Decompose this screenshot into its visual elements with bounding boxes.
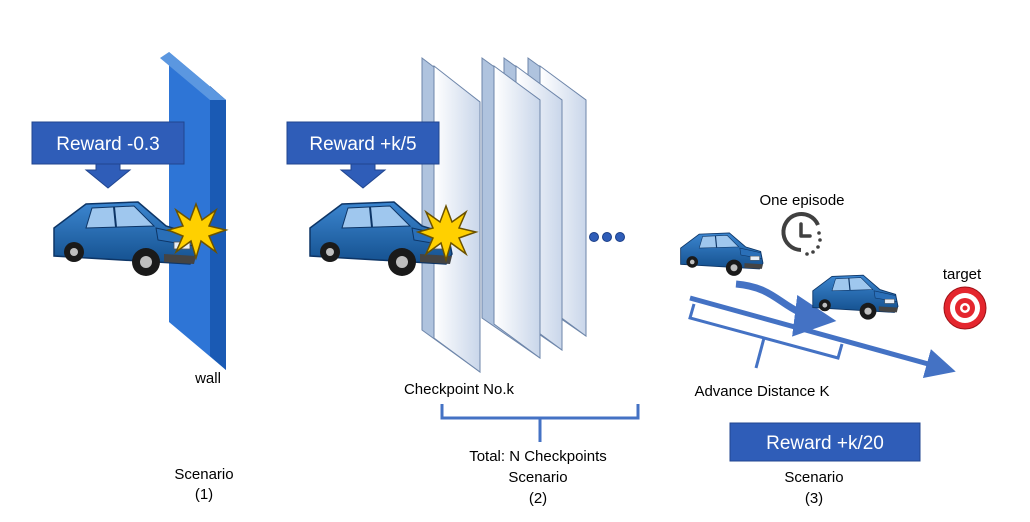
scenario-2: Reward +k/5 Checkpoint No.k Total: N Che…: [286, 56, 640, 507]
ellipsis-icon: [589, 232, 625, 242]
scenario-1-title: Scenario: [174, 466, 233, 483]
reward-label-3: Reward +k/20: [766, 433, 884, 454]
scenario-3-title: Scenario: [784, 469, 843, 486]
car-3-end: [812, 274, 899, 321]
scenario-1-number: (1): [195, 486, 213, 503]
reward-callout-1: Reward -0.3: [31, 121, 185, 189]
advance-distance-label: Advance Distance K: [694, 383, 829, 400]
checkpoint-panel: [481, 57, 541, 359]
one-episode-label: One episode: [759, 192, 844, 209]
reward-label-1: Reward -0.3: [56, 134, 160, 155]
car-3-start: [680, 232, 764, 277]
target-icon: [943, 286, 987, 330]
scenario-3: Reward +k/20 One episode target Advance …: [680, 192, 987, 507]
total-checkpoints-label: Total: N Checkpoints: [469, 448, 607, 465]
scenario-2-title: Scenario: [508, 469, 567, 486]
movement-arrow: [735, 280, 837, 337]
checkpoints-bracket: [440, 404, 640, 442]
reward-callout-2: Reward +k/5: [286, 121, 440, 189]
checkpoint-k-label: Checkpoint No.k: [404, 381, 515, 398]
scenario-3-number: (3): [805, 490, 823, 507]
reward-box-3: Reward +k/20: [729, 422, 921, 462]
distance-bracket: [688, 303, 844, 369]
scenario-1: Reward -0.3 wall Scenario (1): [31, 52, 234, 503]
scenario-2-number: (2): [529, 490, 547, 507]
wall-label: wall: [194, 370, 221, 387]
reward-label-2: Reward +k/5: [309, 134, 416, 155]
clock-icon: [781, 212, 822, 256]
target-label: target: [943, 266, 982, 283]
